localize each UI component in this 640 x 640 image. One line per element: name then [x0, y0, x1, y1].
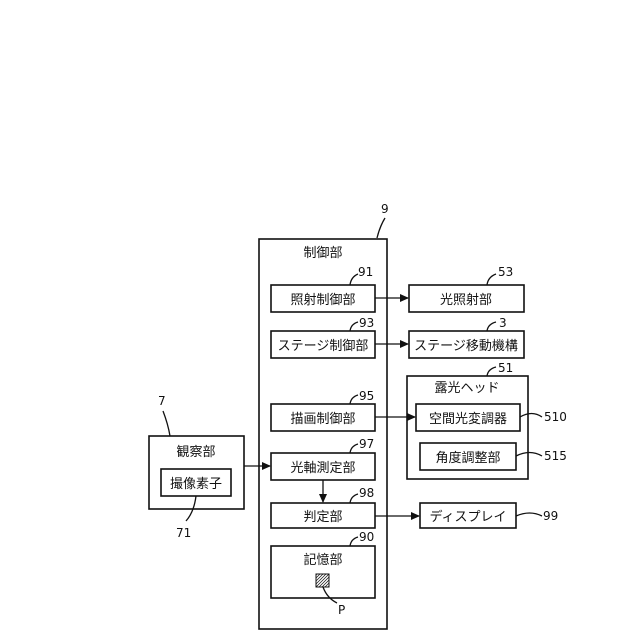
control-unit-ref: 9 [381, 202, 389, 216]
stage-moving-mechanism-label: ステージ移動機構 [414, 339, 518, 354]
optical-axis-measurement-label: 光軸測定部 [290, 461, 355, 476]
observation-unit-ref: 7 [158, 394, 166, 408]
light-irradiation-ref: 53 [498, 265, 513, 279]
stage-moving-mechanism-ref: 3 [499, 316, 507, 330]
stage-control-label: ステージ制御部 [278, 339, 369, 354]
stage-control-ref: 93 [359, 316, 374, 330]
angle-adjustment-label: 角度調整部 [435, 450, 500, 466]
display-ref: 99 [543, 509, 558, 523]
angle-adjustment-ref: 515 [544, 449, 567, 463]
irradiation-control-ref: 91 [358, 265, 373, 279]
display-block: ディスプレイ 99 [420, 503, 558, 528]
stored-data-icon [316, 574, 329, 587]
spatial-light-modulator-ref: 510 [544, 410, 567, 424]
exposure-head-ref: 51 [498, 361, 513, 375]
drawing-control-ref: 95 [359, 389, 374, 403]
drawing-control-label: 描画制御部 [290, 412, 355, 427]
control-unit-label: 制御部 [303, 246, 342, 261]
stored-data-ref: P [338, 603, 345, 617]
irradiation-control-label: 照射制御部 [290, 292, 355, 308]
light-irradiation-block: 光照射部 53 [409, 265, 524, 312]
spatial-light-modulator-block: 空間光変調器 510 [416, 404, 567, 431]
determination-ref: 98 [359, 486, 374, 500]
image-sensor-label: 撮像素子 [170, 476, 222, 492]
display-label: ディスプレイ [429, 509, 506, 525]
storage-ref: 90 [359, 530, 374, 544]
spatial-light-modulator-label: 空間光変調器 [429, 411, 507, 427]
stage-moving-mechanism-block: ステージ移動機構 3 [409, 316, 524, 358]
exposure-head-label: 露光ヘッド [434, 381, 499, 396]
determination-label: 判定部 [303, 510, 342, 525]
optical-axis-measurement-ref: 97 [359, 437, 374, 451]
light-irradiation-label: 光照射部 [440, 292, 492, 308]
observation-unit-label: 観察部 [176, 445, 215, 460]
storage-label: 記憶部 [303, 552, 342, 568]
angle-adjustment-block: 角度調整部 515 [420, 443, 567, 470]
image-sensor-ref: 71 [176, 526, 191, 540]
